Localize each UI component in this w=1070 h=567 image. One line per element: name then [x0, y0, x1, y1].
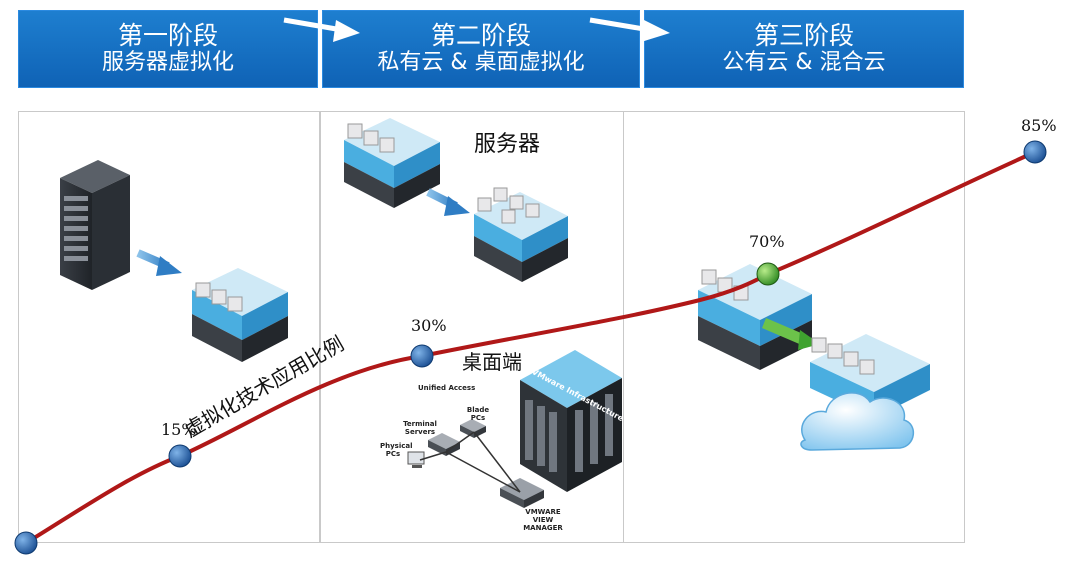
- stage-2-title: 第二阶段: [430, 21, 531, 50]
- stage-arrow-2: [589, 17, 670, 42]
- migrate-arrow-icon: [136, 249, 182, 276]
- migrate-arrow-icon: [426, 188, 470, 216]
- server-label: 服务器: [474, 132, 541, 157]
- vmware-host-icon: [192, 268, 288, 362]
- pct-30-label: 30%: [411, 316, 447, 335]
- origin-point: [14, 531, 38, 555]
- terminal-server-icon: [428, 433, 460, 456]
- desktop-label: 桌面端: [462, 350, 522, 374]
- physical-pcs-label: Physical PCs: [380, 442, 413, 458]
- point-70: [756, 262, 780, 286]
- view-manager-label: VMWARE VIEW MANAGER: [523, 508, 563, 532]
- stage-arrow-1: [283, 17, 360, 42]
- vmware-infrastructure-rack-icon: [520, 350, 622, 492]
- unified-access-label: Unified Access: [418, 384, 476, 392]
- pct-15-label: 15%: [161, 420, 197, 439]
- stage-1-subtitle: 服务器虚拟化: [101, 50, 234, 75]
- point-30: [410, 344, 434, 368]
- view-manager-server-icon: [500, 478, 544, 508]
- stage-1-title: 第一阶段: [117, 21, 218, 50]
- pct-85-label: 85%: [1021, 116, 1057, 135]
- stage-3-subtitle: 公有云 & 混合云: [722, 50, 886, 75]
- point-85: [1023, 140, 1047, 164]
- stage-2-box: 第二阶段 私有云 & 桌面虚拟化: [322, 10, 640, 88]
- network-links: [419, 431, 521, 493]
- vmware-host-icon: [344, 118, 440, 208]
- stage-2-subtitle: 私有云 & 桌面虚拟化: [377, 50, 585, 75]
- cloud-icon: [800, 392, 914, 451]
- terminal-servers-label: Terminal Servers: [403, 420, 437, 436]
- blade-pcs-label: Blade PCs: [466, 406, 490, 422]
- pct-70-label: 70%: [749, 232, 785, 251]
- point-15: [168, 444, 192, 468]
- stage-3-box: 第三阶段 公有云 & 混合云: [644, 10, 964, 88]
- stage-3-title: 第三阶段: [753, 21, 854, 50]
- vmware-host-icon: [474, 187, 568, 282]
- physical-server-icon: [60, 160, 130, 290]
- stage-1-box: 第一阶段 服务器虚拟化: [18, 10, 318, 88]
